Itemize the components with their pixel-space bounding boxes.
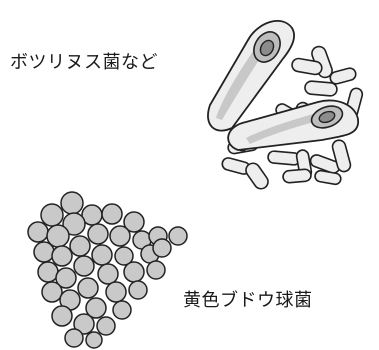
rod-bacterium [314,169,342,186]
coccus [87,223,109,245]
staphylococcus-label: 黄色ブドウ球菌 [183,290,313,311]
coccus [112,300,132,320]
coccus [64,328,84,348]
coccus [123,261,145,283]
coccus [101,203,123,225]
coccus [51,245,73,267]
coccus [114,246,134,266]
rod-bacterium [245,162,269,190]
coccus [146,260,166,280]
coccus [85,297,107,319]
rod-bacterium [304,80,338,97]
rod-bacterium [329,67,357,85]
coccus [33,241,55,263]
coccus [105,281,127,303]
coccus [152,238,172,258]
large-rod-lower [227,99,359,151]
coccus [123,211,145,233]
coccus [69,235,91,257]
coccus [55,267,77,289]
coccus [51,305,73,327]
coccus [128,280,148,300]
coccus [73,313,95,335]
coccus [73,255,95,277]
rod-bacterium [267,150,301,166]
rod-bacterium [331,139,352,173]
large-rod-upper [207,20,295,132]
coccus [37,261,59,283]
botulinum-label: ボツリヌス菌など [10,52,158,73]
coccus [109,225,131,247]
coccus [96,316,116,336]
coccus [168,226,188,246]
cocci-cluster [27,191,188,349]
coccus [91,244,113,266]
coccus [41,281,63,303]
coccus [27,221,49,243]
rod-bacterium [291,57,323,76]
coccus [40,203,64,227]
coccus [97,263,119,285]
coccus [77,277,99,299]
coccus [85,331,103,349]
coccus [60,191,84,215]
coccus [62,212,86,236]
rod-bacterium [282,168,312,184]
